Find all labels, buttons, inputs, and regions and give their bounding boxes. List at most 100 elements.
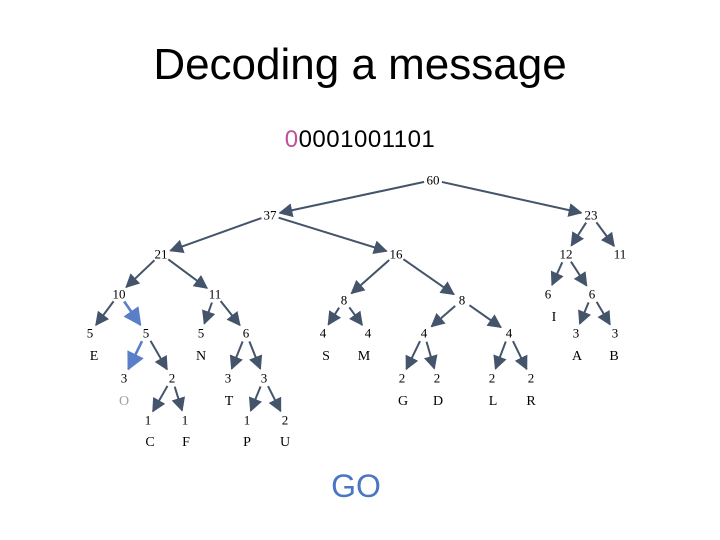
node-circle	[428, 369, 446, 387]
tree-node-n2a: 2	[163, 369, 181, 387]
tree-node-n1f: 1	[176, 411, 194, 429]
node-value: 5	[87, 326, 94, 341]
node-circle	[137, 324, 155, 342]
node-value: 12	[560, 247, 573, 262]
tree-node-n3c: 3	[255, 369, 273, 387]
node-value: 8	[459, 293, 466, 308]
node-circle	[219, 369, 237, 387]
edge-n4b-n2r	[512, 340, 528, 371]
node-circle	[152, 245, 170, 263]
tree-node-n5b: 5	[137, 324, 155, 342]
tree-node-n5e: 5	[81, 324, 99, 342]
current-bit: 0	[284, 126, 299, 153]
node-circle	[606, 324, 624, 342]
tree-node-n3b: 3	[606, 324, 624, 342]
leaf-letter-E: E	[90, 349, 99, 364]
tree-node-n4m: 4	[359, 324, 377, 342]
node-value: 6	[589, 287, 596, 302]
edge-n8a-n4s	[327, 307, 342, 326]
node-value: 4	[365, 326, 372, 341]
edge-n4b-n2l	[493, 341, 507, 370]
node-value: 1	[182, 413, 189, 428]
node-value: 10	[113, 287, 126, 302]
leaf-letter-B: B	[609, 349, 618, 364]
edge-n10-n5b	[123, 300, 142, 327]
node-circle	[453, 291, 471, 309]
remaining-bits: 0001001101	[298, 126, 436, 153]
tree-node-n2d: 2	[428, 369, 446, 387]
node-value: 16	[390, 247, 404, 262]
tree-node-n12: 12	[557, 245, 575, 263]
node-circle	[163, 369, 181, 387]
tree-edges	[95, 180, 615, 413]
node-circle	[261, 206, 279, 224]
edge-n21-n11	[167, 258, 209, 289]
leaf-letter-P: P	[243, 435, 251, 450]
edge-n23-n12	[570, 222, 587, 247]
go-button[interactable]: GO	[320, 466, 392, 506]
tree-node-n10: 10	[110, 285, 128, 303]
tree-node-n37: 37	[261, 206, 279, 224]
tree-node-n3o: 3	[115, 369, 133, 387]
leaf-letter-N: N	[196, 349, 206, 364]
node-value: 3	[225, 371, 232, 386]
node-value: 11	[614, 247, 627, 262]
edge-n6c-n3t	[229, 340, 244, 371]
node-value: 3	[612, 326, 619, 341]
node-circle	[393, 369, 411, 387]
node-value: 11	[209, 287, 222, 302]
node-value: 2	[282, 413, 289, 428]
edge-n11-n6c	[219, 300, 241, 327]
node-circle	[539, 285, 557, 303]
tree-node-n8b: 8	[453, 291, 471, 309]
tree-node-n11: 11	[206, 285, 224, 303]
leaf-letter-M: M	[358, 349, 371, 364]
tree-node-n23: 23	[582, 206, 600, 224]
node-circle	[611, 245, 629, 263]
edge-n23-n11r	[595, 221, 615, 248]
tree-node-n4b: 4	[500, 324, 518, 342]
tree-node-n4s: 4	[314, 324, 332, 342]
node-circle	[115, 369, 133, 387]
tree-node-n2r: 2	[522, 369, 540, 387]
leaf-letter-C: C	[145, 435, 154, 450]
node-value: 3	[573, 326, 580, 341]
node-value: 2	[489, 371, 496, 386]
node-circle	[110, 285, 128, 303]
edge-n11-n5n	[202, 302, 216, 325]
node-circle	[567, 324, 585, 342]
edge-n21-n10	[125, 259, 156, 289]
node-value: 3	[261, 371, 268, 386]
node-circle	[192, 324, 210, 342]
tree-node-n16: 16	[387, 245, 405, 263]
tree-node-n6c: 6	[237, 324, 255, 342]
edge-n6b-n3b	[595, 301, 611, 326]
edge-n2a-n1f	[171, 386, 186, 412]
tree-node-n5n: 5	[192, 324, 210, 342]
leaf-letter-F: F	[182, 435, 190, 450]
tree-node-n11r: 11	[611, 245, 629, 263]
edge-n5b-n2a	[149, 340, 168, 371]
node-circle	[582, 206, 600, 224]
tree-node-n6b: 6	[583, 285, 601, 303]
leaf-letter-T: T	[225, 394, 234, 409]
node-value: 2	[434, 371, 441, 386]
node-circle	[387, 245, 405, 263]
edge-n3c-n2u	[267, 385, 282, 413]
leaf-letter-U: U	[280, 435, 290, 450]
edge-n6c-n3c	[248, 340, 263, 371]
node-circle	[176, 411, 194, 429]
edge-n16-n8a	[350, 259, 390, 295]
tree-node-n1c: 1	[139, 411, 157, 429]
tree-node-n4a: 4	[415, 324, 433, 342]
node-circle	[359, 324, 377, 342]
node-value: 4	[506, 326, 513, 341]
node-value: 5	[198, 326, 205, 341]
edge-n10-n5e	[95, 300, 115, 327]
node-value: 21	[155, 247, 168, 262]
edge-n60-n37	[278, 180, 425, 218]
node-value: 1	[145, 413, 152, 428]
node-value: 37	[264, 208, 278, 223]
edge-n37-n21	[169, 217, 262, 253]
